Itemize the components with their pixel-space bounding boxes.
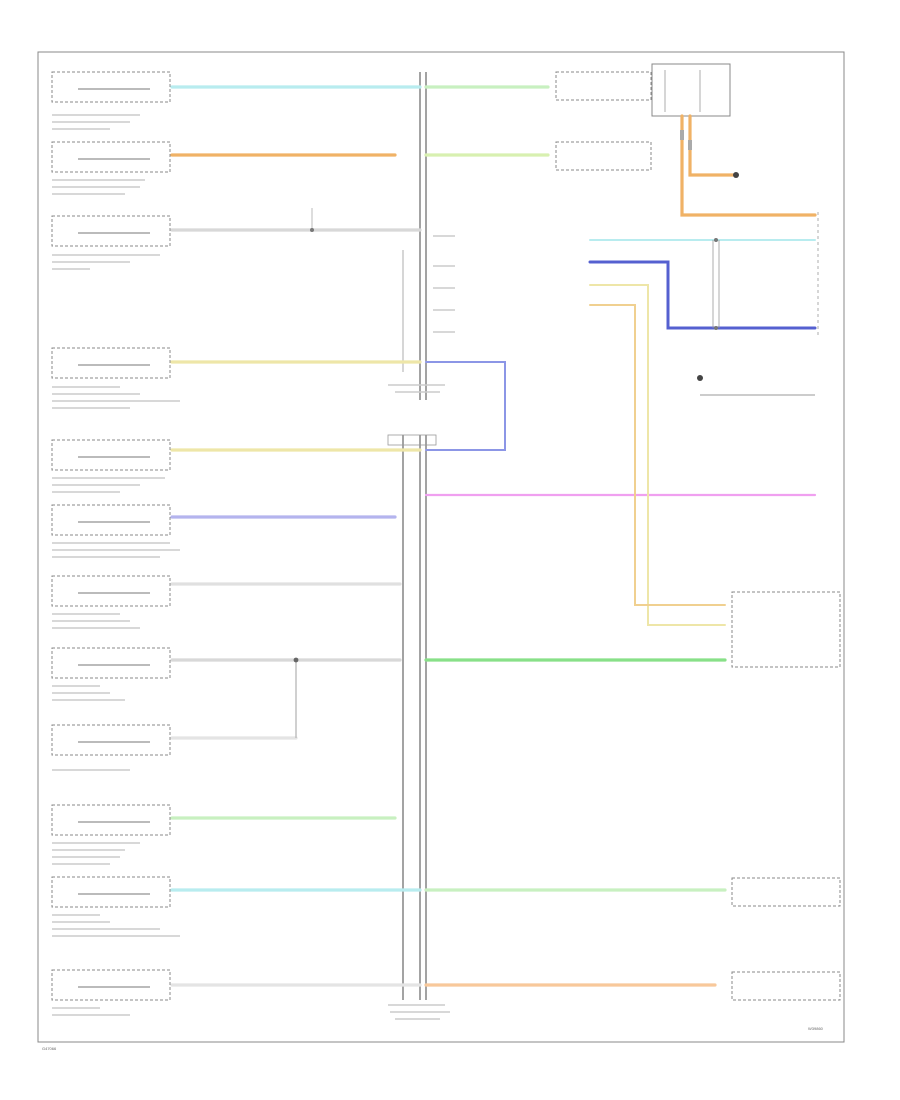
left-component-8 (51, 647, 171, 679)
wire-orn-ground (688, 114, 737, 177)
right-component-1 (555, 71, 652, 101)
left-component-2 (51, 141, 171, 173)
wire-tan-right (589, 284, 726, 626)
wire-navy-loop (425, 361, 506, 451)
left-component-9 (51, 724, 171, 756)
left-component-4 (51, 347, 171, 379)
right-middle-components (588, 212, 819, 626)
splice-bus-bottom (387, 434, 437, 1000)
wire-navy (588, 260, 817, 330)
left-descriptions (52, 114, 180, 1016)
left-box-labels (78, 88, 150, 988)
right-component-5 (731, 971, 841, 1001)
left-component-5 (51, 439, 171, 471)
diagram-frame (37, 51, 845, 1043)
wires-left (170, 85, 422, 987)
right-component-4 (731, 877, 841, 907)
right-component-3 (731, 591, 841, 668)
corner-code: W39860 (808, 1026, 824, 1031)
relay-box (651, 63, 731, 117)
left-component-1 (51, 71, 171, 103)
bus-pin-labels (433, 235, 455, 333)
splice-labels (388, 384, 450, 1020)
left-component-11 (51, 876, 171, 908)
left-components (51, 71, 171, 1001)
right-component-2 (555, 141, 652, 171)
left-component-6 (51, 504, 171, 536)
right-upper-components (555, 63, 817, 217)
left-component-7 (51, 575, 171, 607)
footer-code: G47066 (42, 1046, 57, 1051)
wires-right (424, 85, 817, 987)
left-component-3 (51, 215, 171, 247)
splice-bus-top (402, 72, 427, 400)
right-lower-components (731, 591, 841, 1001)
left-component-10 (51, 804, 171, 836)
wire-tan-right-2 (589, 304, 726, 606)
left-component-12 (51, 969, 171, 1001)
wire-orn-relay (680, 114, 817, 217)
